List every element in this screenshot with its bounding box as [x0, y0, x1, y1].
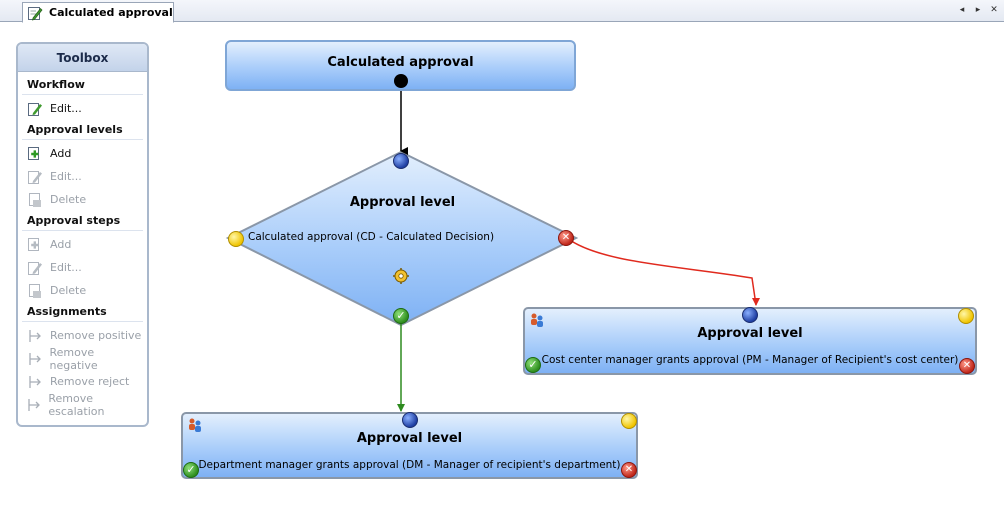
- toolbox-item-delete[interactable]: Delete: [22, 188, 143, 211]
- workflow-canvas[interactable]: Calculated approval Approval level Calcu…: [0, 23, 1004, 505]
- tab-controls: ◂ ▸ ✕: [956, 4, 1000, 16]
- document-tabstrip: Calculated approval ◂ ▸ ✕: [0, 0, 1004, 23]
- reject-port[interactable]: ✕: [621, 462, 637, 478]
- toolbox-item-add[interactable]: Add: [22, 142, 143, 165]
- connector-icon: [26, 397, 42, 413]
- toolbox-item-remove-negative[interactable]: Remove negative: [22, 345, 143, 372]
- toolbox-item-label: Add: [50, 147, 72, 160]
- edit-icon: [26, 169, 44, 185]
- toolbox-item-remove-reject[interactable]: Remove reject: [22, 370, 143, 393]
- toolbox-item-label: Remove reject: [50, 375, 130, 388]
- reject-port[interactable]: ✕: [558, 230, 574, 246]
- add-icon: [26, 146, 44, 162]
- toolbox-item-label: Delete: [50, 193, 87, 206]
- start-node[interactable]: Calculated approval: [225, 40, 576, 91]
- tab-label: Calculated approval: [49, 6, 173, 19]
- edit-pencil-icon: [28, 6, 43, 20]
- toolbox-item-delete[interactable]: Delete: [22, 279, 143, 302]
- add-icon: [26, 237, 44, 253]
- toolbox-item-remove-positive[interactable]: Remove positive: [22, 324, 143, 347]
- edit-icon: [26, 101, 44, 117]
- level-description: Cost center manager grants approval (PM …: [541, 354, 959, 366]
- reject-port[interactable]: ✕: [959, 358, 975, 374]
- escalation-port[interactable]: [228, 231, 244, 247]
- connector-icon: [26, 351, 43, 367]
- delete-icon: [26, 283, 44, 299]
- toolbox-title: Toolbox: [18, 44, 147, 72]
- toolbox-item-edit[interactable]: Edit...: [22, 97, 143, 120]
- toolbox-section-header: Workflow: [22, 75, 143, 95]
- approver-group-icon: [531, 313, 543, 327]
- connector-icon: [26, 328, 44, 344]
- calculation-gear-icon: [393, 268, 409, 284]
- delete-icon: [26, 192, 44, 208]
- toolbox-section-header: Assignments: [22, 302, 143, 322]
- toolbox-item-edit[interactable]: Edit...: [22, 165, 143, 188]
- toolbox-item-label: Remove positive: [50, 329, 142, 342]
- toolbox-item-remove-escalation[interactable]: Remove escalation: [22, 391, 143, 418]
- toolbox-item-label: Edit...: [50, 170, 82, 183]
- positive-port[interactable]: ✓: [525, 357, 541, 373]
- toolbox-item-edit[interactable]: Edit...: [22, 256, 143, 279]
- positive-port[interactable]: ✓: [393, 308, 409, 324]
- escalation-port[interactable]: [958, 308, 974, 324]
- tab-calculated-approval[interactable]: Calculated approval: [22, 2, 174, 23]
- toolbox-item-label: Add: [50, 238, 72, 251]
- negative-connector: [566, 237, 760, 306]
- approval-level-node-cost-center[interactable]: Approval level Cost center manager grant…: [523, 307, 977, 375]
- start-output-port[interactable]: [394, 74, 408, 88]
- connector-layer: [225, 87, 760, 412]
- decision-input-port[interactable]: [393, 153, 409, 169]
- toolbox-item-add[interactable]: Add: [22, 233, 143, 256]
- toolbox-section-header: Approval levels: [22, 120, 143, 140]
- toolbox-item-label: Delete: [50, 284, 87, 297]
- level-description: Department manager grants approval (DM -…: [198, 459, 621, 471]
- close-tab-icon[interactable]: ✕: [990, 5, 998, 15]
- scroll-right-icon[interactable]: ▸: [975, 5, 981, 15]
- level-title: Approval level: [356, 431, 463, 446]
- escalation-port[interactable]: [621, 413, 637, 429]
- start-node-title: Calculated approval: [327, 55, 474, 70]
- toolbox-section-header: Approval steps: [22, 211, 143, 231]
- decision-title: Approval level: [349, 195, 456, 210]
- edit-icon: [26, 260, 44, 276]
- decision-description: Calculated approval (CD - Calculated Dec…: [248, 231, 495, 243]
- scroll-left-icon[interactable]: ◂: [959, 5, 965, 15]
- toolbox-item-label: Edit...: [50, 102, 82, 115]
- toolbox-item-label: Remove escalation: [48, 391, 105, 418]
- connector-icon: [26, 374, 44, 390]
- level-input-port[interactable]: [402, 412, 418, 428]
- approver-group-icon: [189, 418, 201, 432]
- level-title: Approval level: [697, 326, 803, 341]
- positive-port[interactable]: ✓: [183, 462, 199, 478]
- toolbox-item-label: Remove negative: [49, 345, 98, 372]
- toolbox-item-label: Edit...: [50, 261, 82, 274]
- level-input-port[interactable]: [742, 307, 758, 323]
